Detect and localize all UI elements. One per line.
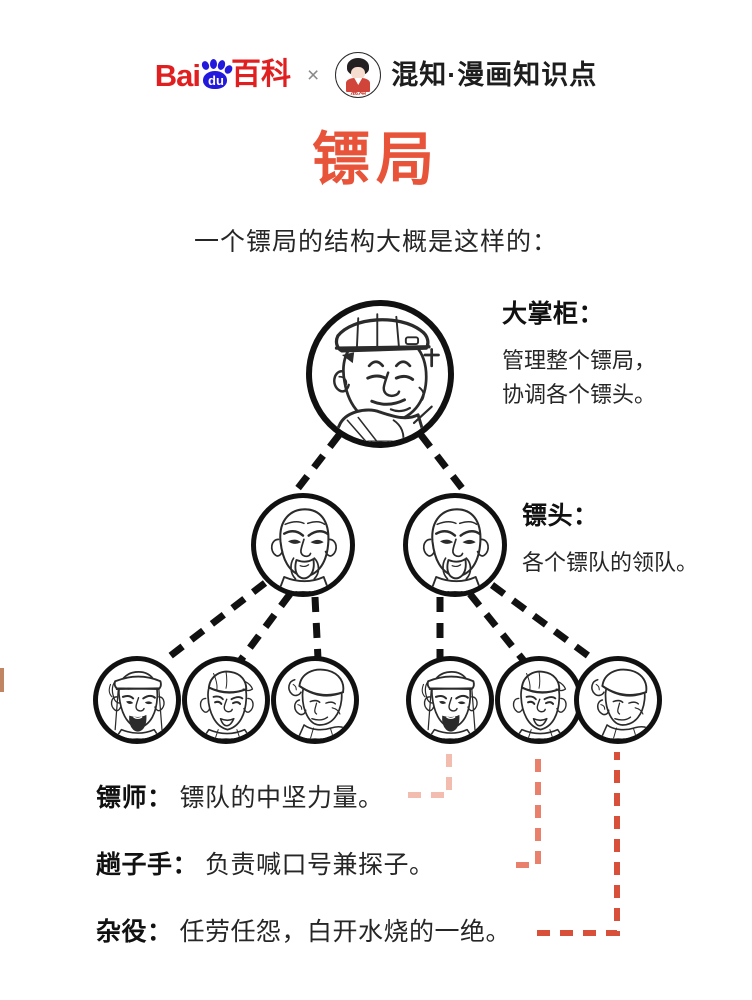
callout-desc-line: 各个镖队的领队。 bbox=[522, 549, 699, 575]
page-title: 镖局 bbox=[311, 127, 440, 192]
tangzishou-face-icon bbox=[199, 670, 254, 739]
legend-desc-text: 任劳任怨，白开水烧的一绝。 bbox=[179, 918, 512, 946]
partner-wordmark: 混知·漫画知识点 bbox=[391, 59, 598, 90]
biaotou-face-icon bbox=[422, 508, 489, 592]
biaoshi-face-icon bbox=[421, 671, 478, 739]
page-subtitle: 一个镖局的结构大概是这样的： bbox=[193, 228, 558, 256]
org-node-tangzishou-right[interactable] bbox=[495, 656, 583, 744]
callout-desc-line: 协调各个镖头。 bbox=[502, 381, 657, 407]
legend-desc-text: 镖队的中坚力量。 bbox=[179, 784, 384, 812]
callout-daizhanggui: 大掌柜： 管理整个镖局， 协调各个镖头。 bbox=[502, 298, 656, 412]
biaoshi-face-icon bbox=[108, 671, 165, 739]
cobrand-header: Bai du 百科 × 混知 混知·漫画知识点 bbox=[0, 44, 752, 106]
legend-desc-text: 负责喊口号兼探子。 bbox=[205, 851, 435, 879]
legend-role-label: 趟子手： bbox=[96, 851, 199, 879]
baidu-paw-icon: du bbox=[200, 59, 234, 89]
legend-row-zayi: 杂役： 任劳任怨，白开水烧的一绝。 bbox=[96, 912, 511, 948]
legend-row-tangzishou: 趟子手： 负责喊口号兼探子。 bbox=[96, 845, 435, 881]
org-node-zayi-left[interactable] bbox=[271, 656, 359, 744]
cross-symbol: × bbox=[306, 63, 320, 87]
avatar-face bbox=[351, 67, 366, 80]
org-node-daizhanggui[interactable] bbox=[306, 300, 454, 448]
legend-role-label: 镖师： bbox=[96, 784, 173, 812]
org-node-biaoshi-right[interactable] bbox=[406, 656, 494, 744]
org-node-biaotou-left[interactable] bbox=[251, 493, 355, 597]
org-node-zayi-right[interactable] bbox=[574, 656, 662, 744]
hunzhi-avatar-icon: 混知 bbox=[335, 52, 382, 98]
chart-connectors bbox=[162, 432, 597, 664]
left-edge-artifact bbox=[0, 668, 4, 692]
callout-role-label: 大掌柜： bbox=[502, 300, 605, 328]
biaotou-face-icon bbox=[270, 508, 337, 592]
org-chart bbox=[0, 270, 752, 770]
baidu-baike-text: 百科 bbox=[230, 58, 291, 91]
org-node-biaotou-right[interactable] bbox=[403, 493, 507, 597]
tangzishou-face-icon bbox=[512, 670, 567, 739]
zayi-face-icon bbox=[288, 668, 351, 739]
callout-biaotou: 镖头： 各个镖队的领队。 bbox=[522, 500, 698, 580]
daizhanggui-face-icon bbox=[329, 313, 440, 442]
org-node-tangzishou-left[interactable] bbox=[182, 656, 270, 744]
baidu-bai-text: Bai bbox=[154, 57, 201, 93]
legend-row-biaoshi: 镖师： 镖队的中坚力量。 bbox=[96, 778, 384, 814]
baidu-baike-logo[interactable]: Bai du 百科 bbox=[154, 57, 291, 93]
baidu-du-text: du bbox=[208, 73, 224, 88]
legend-role-label: 杂役： bbox=[96, 918, 173, 946]
avatar-body bbox=[346, 78, 371, 92]
avatar-tag-text: 混知 bbox=[350, 87, 367, 96]
callout-desc-line: 管理整个镖局， bbox=[502, 347, 657, 373]
org-node-biaoshi-left[interactable] bbox=[93, 656, 181, 744]
zayi-face-icon bbox=[591, 668, 654, 739]
avatar-collar bbox=[354, 78, 363, 85]
callout-role-label: 镖头： bbox=[522, 502, 599, 530]
